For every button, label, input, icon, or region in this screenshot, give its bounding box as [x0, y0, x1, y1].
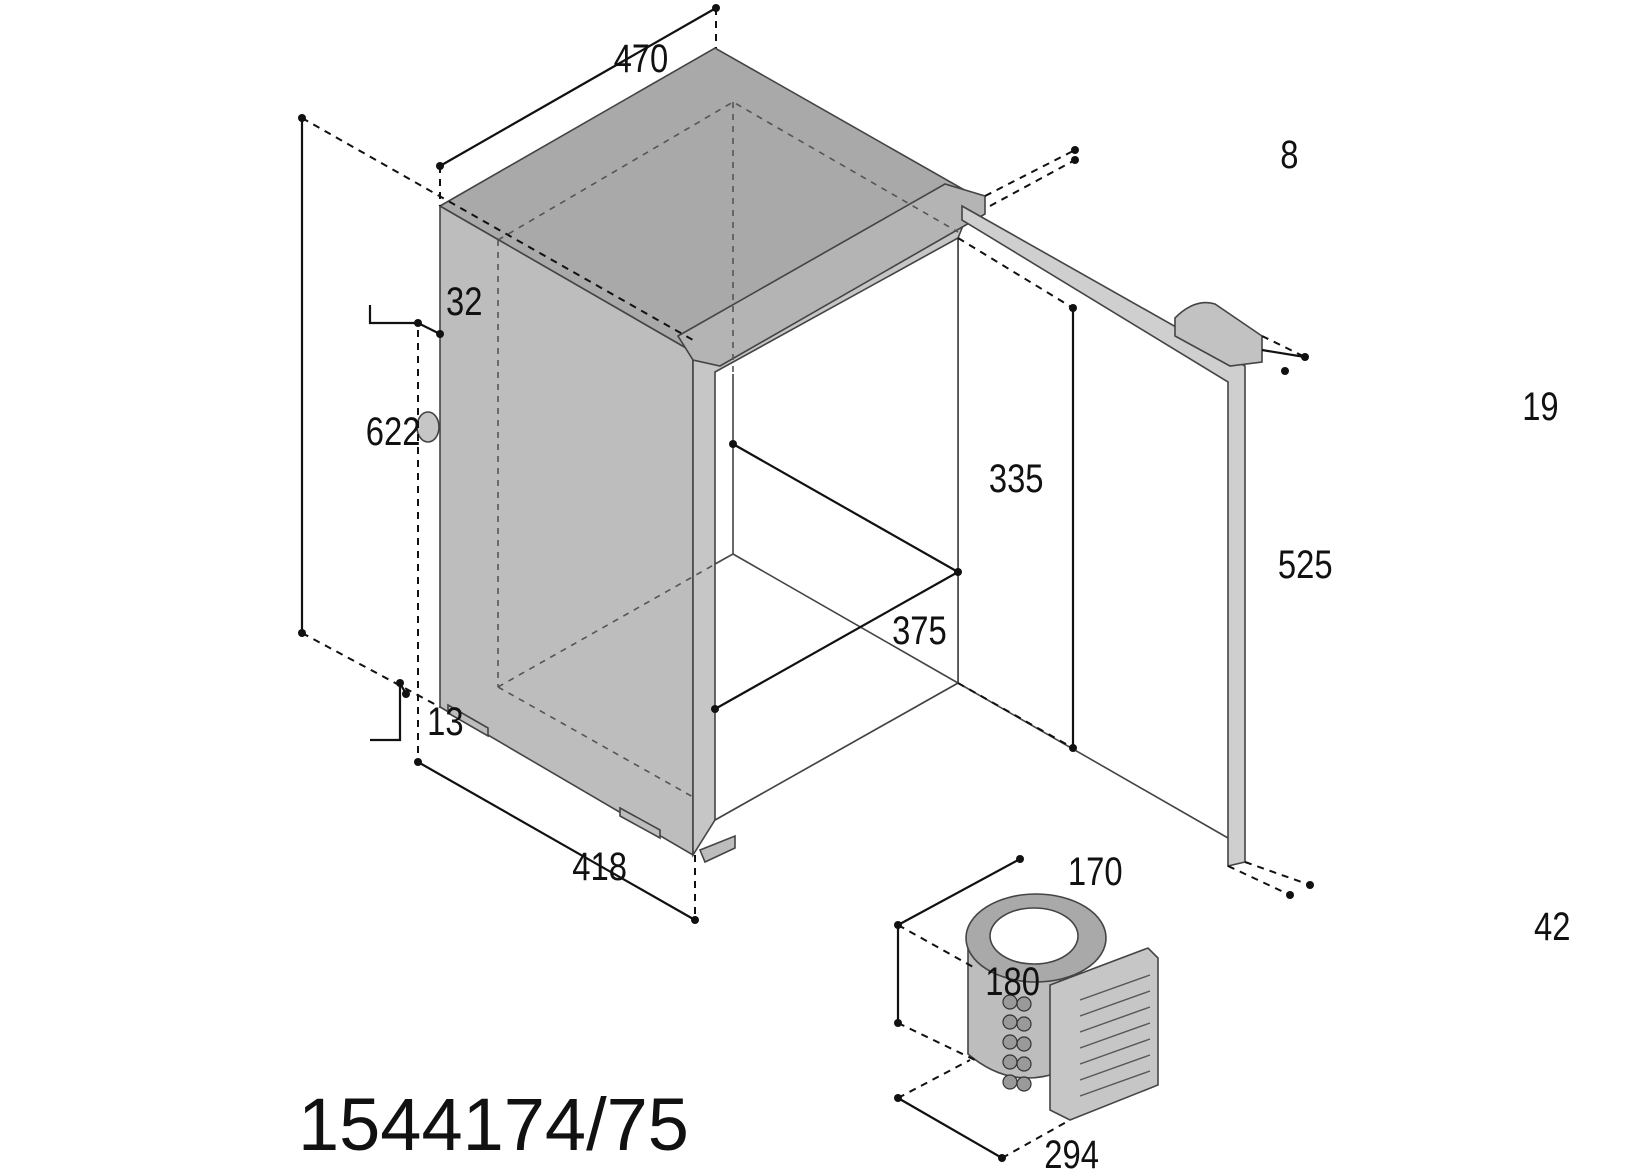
dim-handle-thickness: 19 [1522, 384, 1558, 429]
door-handle [1174, 301, 1263, 367]
dim-inner-depth: 335 [989, 456, 1044, 501]
dim-handle-depth: 32 [446, 279, 482, 324]
dimension-labels: 470 622 32 13 418 8 335 375 525 19 42 17… [366, 36, 1571, 1170]
dimension-lines [300, 7, 1311, 1159]
dim-height-total: 622 [366, 409, 421, 454]
dim-inner-height: 525 [1278, 542, 1333, 587]
dimension-endpoints [298, 4, 1314, 1162]
cooling-unit-fan-housing [1049, 947, 1159, 1121]
cooling-unit-coil [1002, 994, 1032, 1092]
door-lower-edge [957, 682, 1229, 839]
hidden-inner-bottom [497, 553, 734, 688]
interior-floor-edge [732, 553, 959, 684]
cooling-unit-grille [1079, 974, 1151, 1097]
dim-door-gap: 8 [1280, 132, 1298, 177]
dim-inner-width: 375 [892, 608, 947, 653]
dim-depth-base: 418 [572, 844, 627, 889]
cabinet-front-rail [676, 183, 986, 367]
hidden-inner-top [497, 101, 959, 241]
door [957, 204, 1263, 868]
dim-foot-height: 13 [427, 699, 463, 744]
dim-unit-height: 180 [985, 959, 1040, 1004]
cabinet-foot-rear [447, 703, 489, 738]
dim-door-thickness: 42 [1534, 904, 1570, 949]
cooling-unit-top-inner [989, 907, 1079, 965]
cooling-unit [965, 893, 1159, 1121]
dim-width-top: 470 [614, 36, 669, 81]
hidden-inner-bottom-front [497, 686, 694, 798]
cabinet-foot-front-right [698, 834, 736, 864]
dim-unit-length: 294 [1044, 1132, 1099, 1170]
model-number: 1544174/75 [298, 1083, 689, 1166]
cabinet-foot-front-left [619, 806, 661, 840]
cabinet [416, 47, 986, 864]
dim-unit-width: 170 [1068, 849, 1123, 894]
